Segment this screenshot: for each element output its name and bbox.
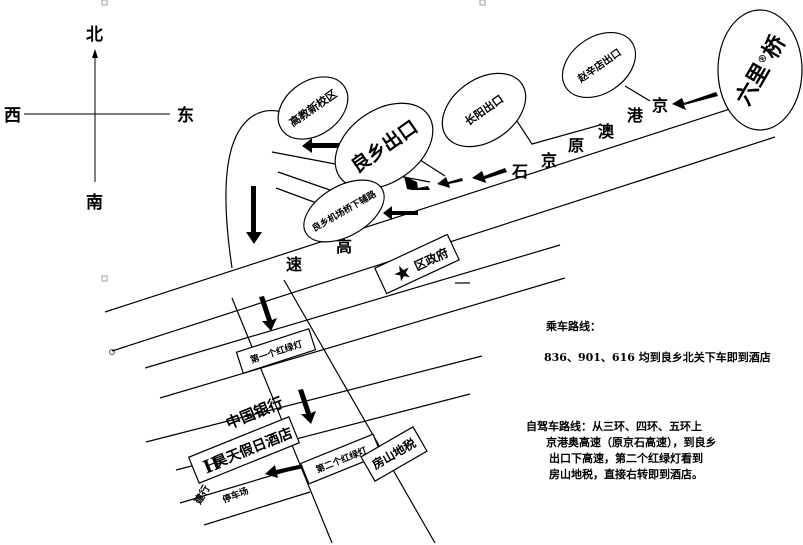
- bus-route-title: 乘车路线：: [546, 320, 601, 333]
- compass-south: 南: [86, 192, 103, 213]
- road-char-gao: 高: [336, 237, 352, 256]
- expressway: [104, 95, 776, 352]
- drive-route-line3: 出口下高速，第二个红绿灯看到: [549, 452, 703, 465]
- road-char-jing2: 京: [541, 151, 557, 170]
- bus-route-body: 836、901、616 均到良乡北关下车即到酒店: [544, 351, 771, 364]
- direction-arrows: [246, 92, 718, 478]
- first-traffic-light: 第一个红绿灯: [235, 328, 317, 374]
- liuliqiao-mark: ®: [756, 52, 771, 66]
- changyang-exit: 长阳出口: [441, 72, 527, 148]
- road-char-jing: 京: [652, 96, 668, 115]
- expressway-labels: 京 港 澳 原 京 石 高 速: [286, 96, 668, 274]
- compass-north: 北: [86, 25, 103, 45]
- road-char-shi: 石: [511, 162, 528, 181]
- liangxiang-exit: 良乡出口: [334, 102, 434, 190]
- jianhang: 建行: [191, 483, 213, 508]
- hotel-icon: H: [200, 453, 224, 479]
- road-char-ao: 澳: [598, 122, 615, 141]
- parking: 停车场: [221, 485, 251, 506]
- district-gov: ★ 区政府: [374, 233, 460, 295]
- compass: 北 南 西 东: [4, 25, 194, 213]
- road-char-su: 速: [286, 255, 302, 274]
- liuliqiao-landmark: 六里®桥: [717, 9, 803, 131]
- drive-route-line2: 京港奥高速（原京石高速），到良乡: [546, 436, 717, 449]
- fangshan-tax: 房山地税: [360, 426, 428, 482]
- compass-west: 西: [4, 106, 21, 126]
- svg-text:六里®桥: 六里®桥: [731, 31, 792, 110]
- road-char-yuan: 原: [568, 136, 584, 155]
- drive-route-line1: 自驾车路线：从三环、四环、五环上: [526, 420, 702, 433]
- compass-east: 东: [177, 105, 194, 126]
- road-char-gang: 港: [627, 106, 644, 125]
- drive-route-line4: 房山地税，直接右转即到酒店。: [549, 468, 703, 481]
- zhaoxindian-exit: 赵辛店出口: [561, 31, 637, 99]
- gaojiao-exit: 高教新校区: [277, 76, 349, 140]
